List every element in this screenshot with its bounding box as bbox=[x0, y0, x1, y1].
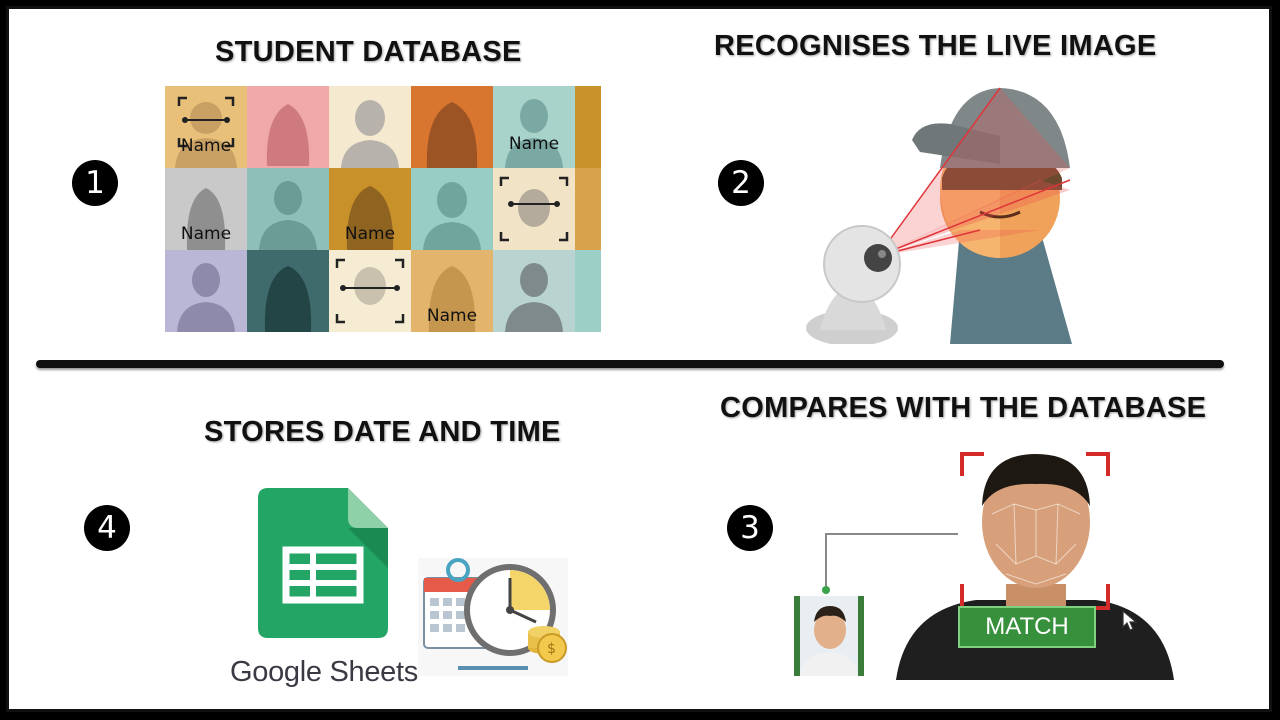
student-tile: Name bbox=[493, 86, 575, 168]
student-tile bbox=[329, 86, 411, 168]
student-tile bbox=[329, 250, 411, 332]
person-silhouette-icon bbox=[177, 263, 235, 332]
student-tile: Name bbox=[165, 86, 247, 168]
student-tile-edge bbox=[575, 250, 601, 332]
person-silhouette-icon bbox=[266, 104, 310, 166]
student-tile bbox=[165, 250, 247, 332]
person-silhouette-icon bbox=[423, 182, 481, 250]
student-tile-edge bbox=[575, 168, 601, 250]
gear-icon bbox=[446, 558, 470, 582]
heading-recognises-live-image: RECOGNISES THE LIVE IMAGE bbox=[714, 30, 1157, 62]
mouse-cursor-icon bbox=[1122, 610, 1138, 631]
name-label: Name bbox=[508, 134, 560, 154]
person-silhouette-icon bbox=[341, 100, 399, 168]
name-label: Name bbox=[344, 224, 396, 244]
detection-frame bbox=[960, 452, 1110, 610]
person-silhouette-icon bbox=[346, 186, 394, 250]
svg-text:$: $ bbox=[547, 641, 556, 657]
student-tile-edge bbox=[575, 86, 601, 168]
person-silhouette-icon bbox=[175, 96, 237, 168]
camera-scan-illustration bbox=[806, 87, 1072, 344]
student-tile bbox=[493, 250, 575, 332]
student-tile bbox=[247, 86, 329, 168]
person-silhouette-icon bbox=[259, 181, 317, 250]
step-4-badge: 4 bbox=[84, 505, 130, 551]
face-mesh bbox=[991, 503, 1081, 585]
student-tile: Name bbox=[165, 168, 247, 250]
heading-stores-date-time: STORES DATE AND TIME bbox=[204, 416, 561, 448]
step-1-badge: 1 bbox=[72, 160, 118, 206]
student-tile bbox=[411, 86, 493, 168]
person-silhouette-icon bbox=[426, 102, 478, 168]
person-silhouette-icon bbox=[264, 266, 312, 332]
student-tile bbox=[247, 168, 329, 250]
google-sheets-icon bbox=[258, 488, 388, 638]
match-badge: MATCH bbox=[958, 606, 1096, 648]
student-tile bbox=[493, 168, 575, 250]
name-label: Name bbox=[180, 224, 232, 244]
person-silhouette-icon bbox=[505, 263, 563, 332]
person-silhouette-icon bbox=[186, 188, 226, 250]
person-silhouette-icon bbox=[335, 258, 405, 324]
person-silhouette-icon bbox=[499, 176, 569, 242]
person-silhouette-icon bbox=[428, 266, 476, 332]
section-divider bbox=[36, 360, 1224, 368]
student-database-grid: Name Name Name Name bbox=[165, 86, 601, 332]
google-sheets-label: Google Sheets bbox=[230, 656, 418, 688]
student-tile bbox=[411, 168, 493, 250]
step-3-badge: 3 bbox=[727, 505, 773, 551]
calendar-clock-illustration: $ bbox=[418, 558, 568, 676]
student-tile: Name bbox=[411, 250, 493, 332]
connector-line bbox=[822, 533, 958, 594]
name-label: Name bbox=[426, 306, 478, 326]
heading-student-database: STUDENT DATABASE bbox=[215, 36, 522, 68]
student-tile bbox=[247, 250, 329, 332]
name-label: Name bbox=[180, 136, 232, 156]
step-2-badge: 2 bbox=[718, 160, 764, 206]
person-silhouette-icon bbox=[505, 99, 563, 168]
student-tile: Name bbox=[329, 168, 411, 250]
database-photo-thumbnail bbox=[794, 596, 864, 676]
heading-compares-database: COMPARES WITH THE DATABASE bbox=[720, 392, 1207, 424]
